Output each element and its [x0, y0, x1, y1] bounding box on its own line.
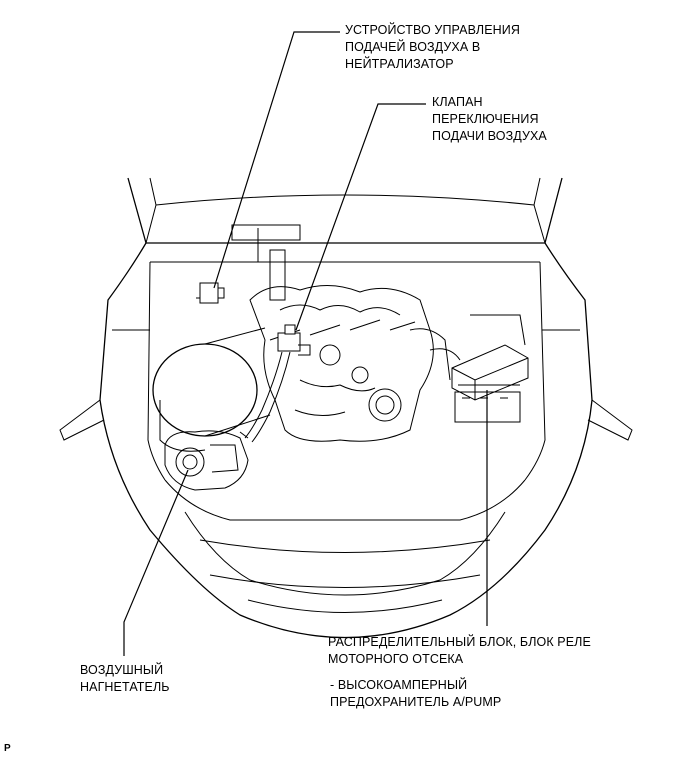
fuse-label-line-2: ПРЕДОХРАНИТЕЛЬ A/PUMP	[330, 695, 502, 709]
air-injection-control-label-line-2: ПОДАЧЕЙ ВОЗДУХА В	[345, 40, 481, 54]
air-switching-valve-label: КЛАПАН ПЕРЕКЛЮЧЕНИЯ ПОДАЧИ ВОЗДУХА	[432, 94, 547, 145]
air-switching-valve-label-line-2: ПЕРЕКЛЮЧЕНИЯ	[432, 112, 539, 126]
air-injection-control-unit	[196, 282, 225, 304]
car-body	[59, 242, 633, 639]
leader-lines	[123, 31, 488, 656]
relay-block-label-line-1: РАСПРЕДЕЛИТЕЛЬНЫЙ БЛОК, БЛОК РЕЛЕ	[328, 635, 591, 649]
air-switching-valve	[244, 324, 311, 443]
air-pump-label-line-2: НАГНЕТАТЕЛЬ	[80, 680, 170, 694]
corner-mark: P	[4, 743, 11, 754]
relay-block-label-line-2: МОТОРНОГО ОТСЕКА	[328, 652, 464, 666]
air-injection-control-label-line-1: УСТРОЙСТВО УПРАВЛЕНИЯ	[345, 23, 520, 37]
fuse-label-line-1: - ВЫСОКОАМПЕРНЫЙ	[330, 678, 468, 692]
air-switching-valve-label-line-1: КЛАПАН	[432, 95, 483, 109]
air-pump-assembly	[164, 430, 249, 491]
air-pump-label: ВОЗДУШНЫЙ НАГНЕТАТЕЛЬ	[80, 662, 170, 696]
air-injection-control-label-line-3: НЕЙТРАЛИЗАТОР	[345, 57, 454, 71]
air-switching-valve-label-line-3: ПОДАЧИ ВОЗДУХА	[432, 129, 547, 143]
air-pump-label-line-1: ВОЗДУШНЫЙ	[80, 663, 164, 677]
open-hood	[127, 177, 563, 262]
relay-block-label: РАСПРЕДЕЛИТЕЛЬНЫЙ БЛОК, БЛОК РЕЛЕ МОТОРН…	[328, 634, 591, 668]
air-cleaner	[152, 327, 271, 452]
engine-room-relay-block	[451, 314, 529, 423]
air-injection-control-label: УСТРОЙСТВО УПРАВЛЕНИЯ ПОДАЧЕЙ ВОЗДУХА В …	[345, 22, 520, 73]
fuse-label: - ВЫСОКОАМПЕРНЫЙ ПРЕДОХРАНИТЕЛЬ A/PUMP	[330, 677, 501, 711]
